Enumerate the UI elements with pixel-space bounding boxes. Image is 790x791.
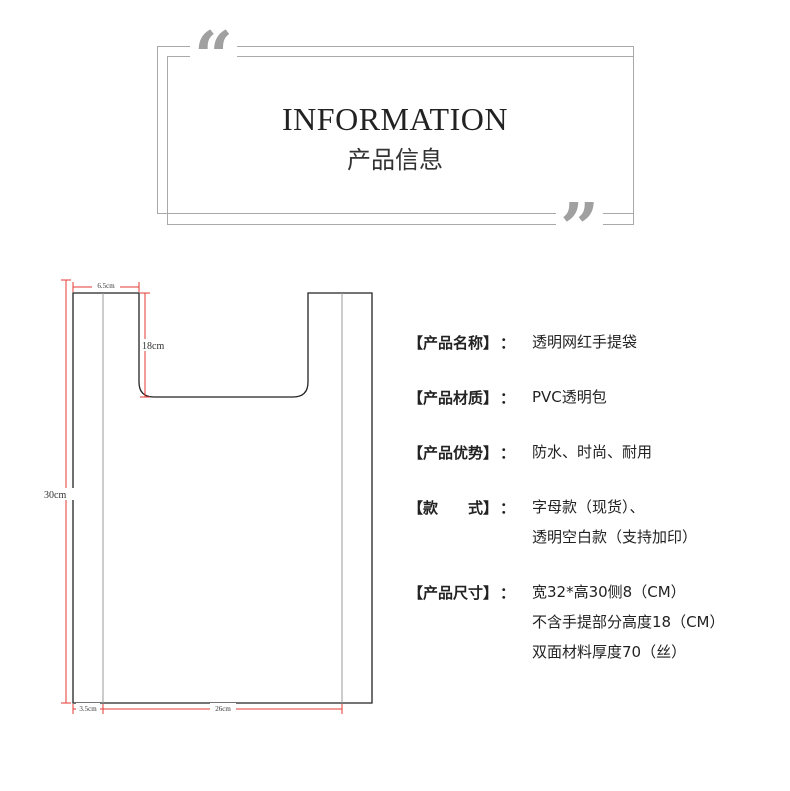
spec-value: PVC透明包 (532, 388, 607, 406)
spec-label: 【产品名称】 (408, 334, 499, 352)
spec-colon: ： (500, 334, 516, 352)
spec-value: 不含手提部分高度18（CM） (532, 613, 725, 631)
spec-values: 字母款（现货）、 透明空白款（支持加印） (532, 497, 697, 557)
spec-values: 宽32*高30侧8（CM） 不含手提部分高度18（CM） 双面材料厚度70（丝） (532, 582, 725, 672)
spec-colon: ： (500, 389, 516, 407)
bag-outline (72, 292, 373, 704)
spec-values: 防水、时尚、耐用 (532, 442, 652, 472)
spec-label: 【款 式】 (408, 499, 499, 517)
spec-label: 【产品优势】 (408, 444, 499, 462)
spec-colon: ： (500, 584, 516, 602)
spec-values: PVC透明包 (532, 387, 607, 417)
spec-value: 透明空白款（支持加印） (532, 528, 698, 546)
spec-values: 透明网红手提袋 (532, 332, 637, 362)
handle-width-label: 6.5cm (97, 282, 115, 290)
close-quote-icon: ” (556, 195, 604, 263)
spec-label: 【产品材质】 (408, 389, 499, 407)
title-english: INFORMATION (282, 101, 508, 137)
spec-value: 宽32*高30侧8（CM） (532, 583, 686, 601)
spec-value: 防水、时尚、耐用 (532, 443, 653, 461)
spec-colon: ： (500, 499, 516, 517)
width-label: 26cm (215, 705, 231, 713)
open-quote-icon: “ (190, 23, 238, 91)
side-width-label: 3.5cm (79, 705, 97, 713)
handle-depth-label: 18cm (142, 341, 164, 352)
spec-label: 【产品尺寸】 (408, 584, 499, 602)
height-label: 30cm (44, 490, 66, 501)
title-frame-inner (167, 56, 634, 225)
spec-value: 字母款（现货）、 (532, 498, 645, 516)
spec-value: 透明网红手提袋 (532, 333, 638, 351)
spec-value: 双面材料厚度70（丝） (532, 643, 687, 661)
spec-colon: ： (500, 444, 516, 462)
title-chinese: 产品信息 (347, 146, 443, 174)
